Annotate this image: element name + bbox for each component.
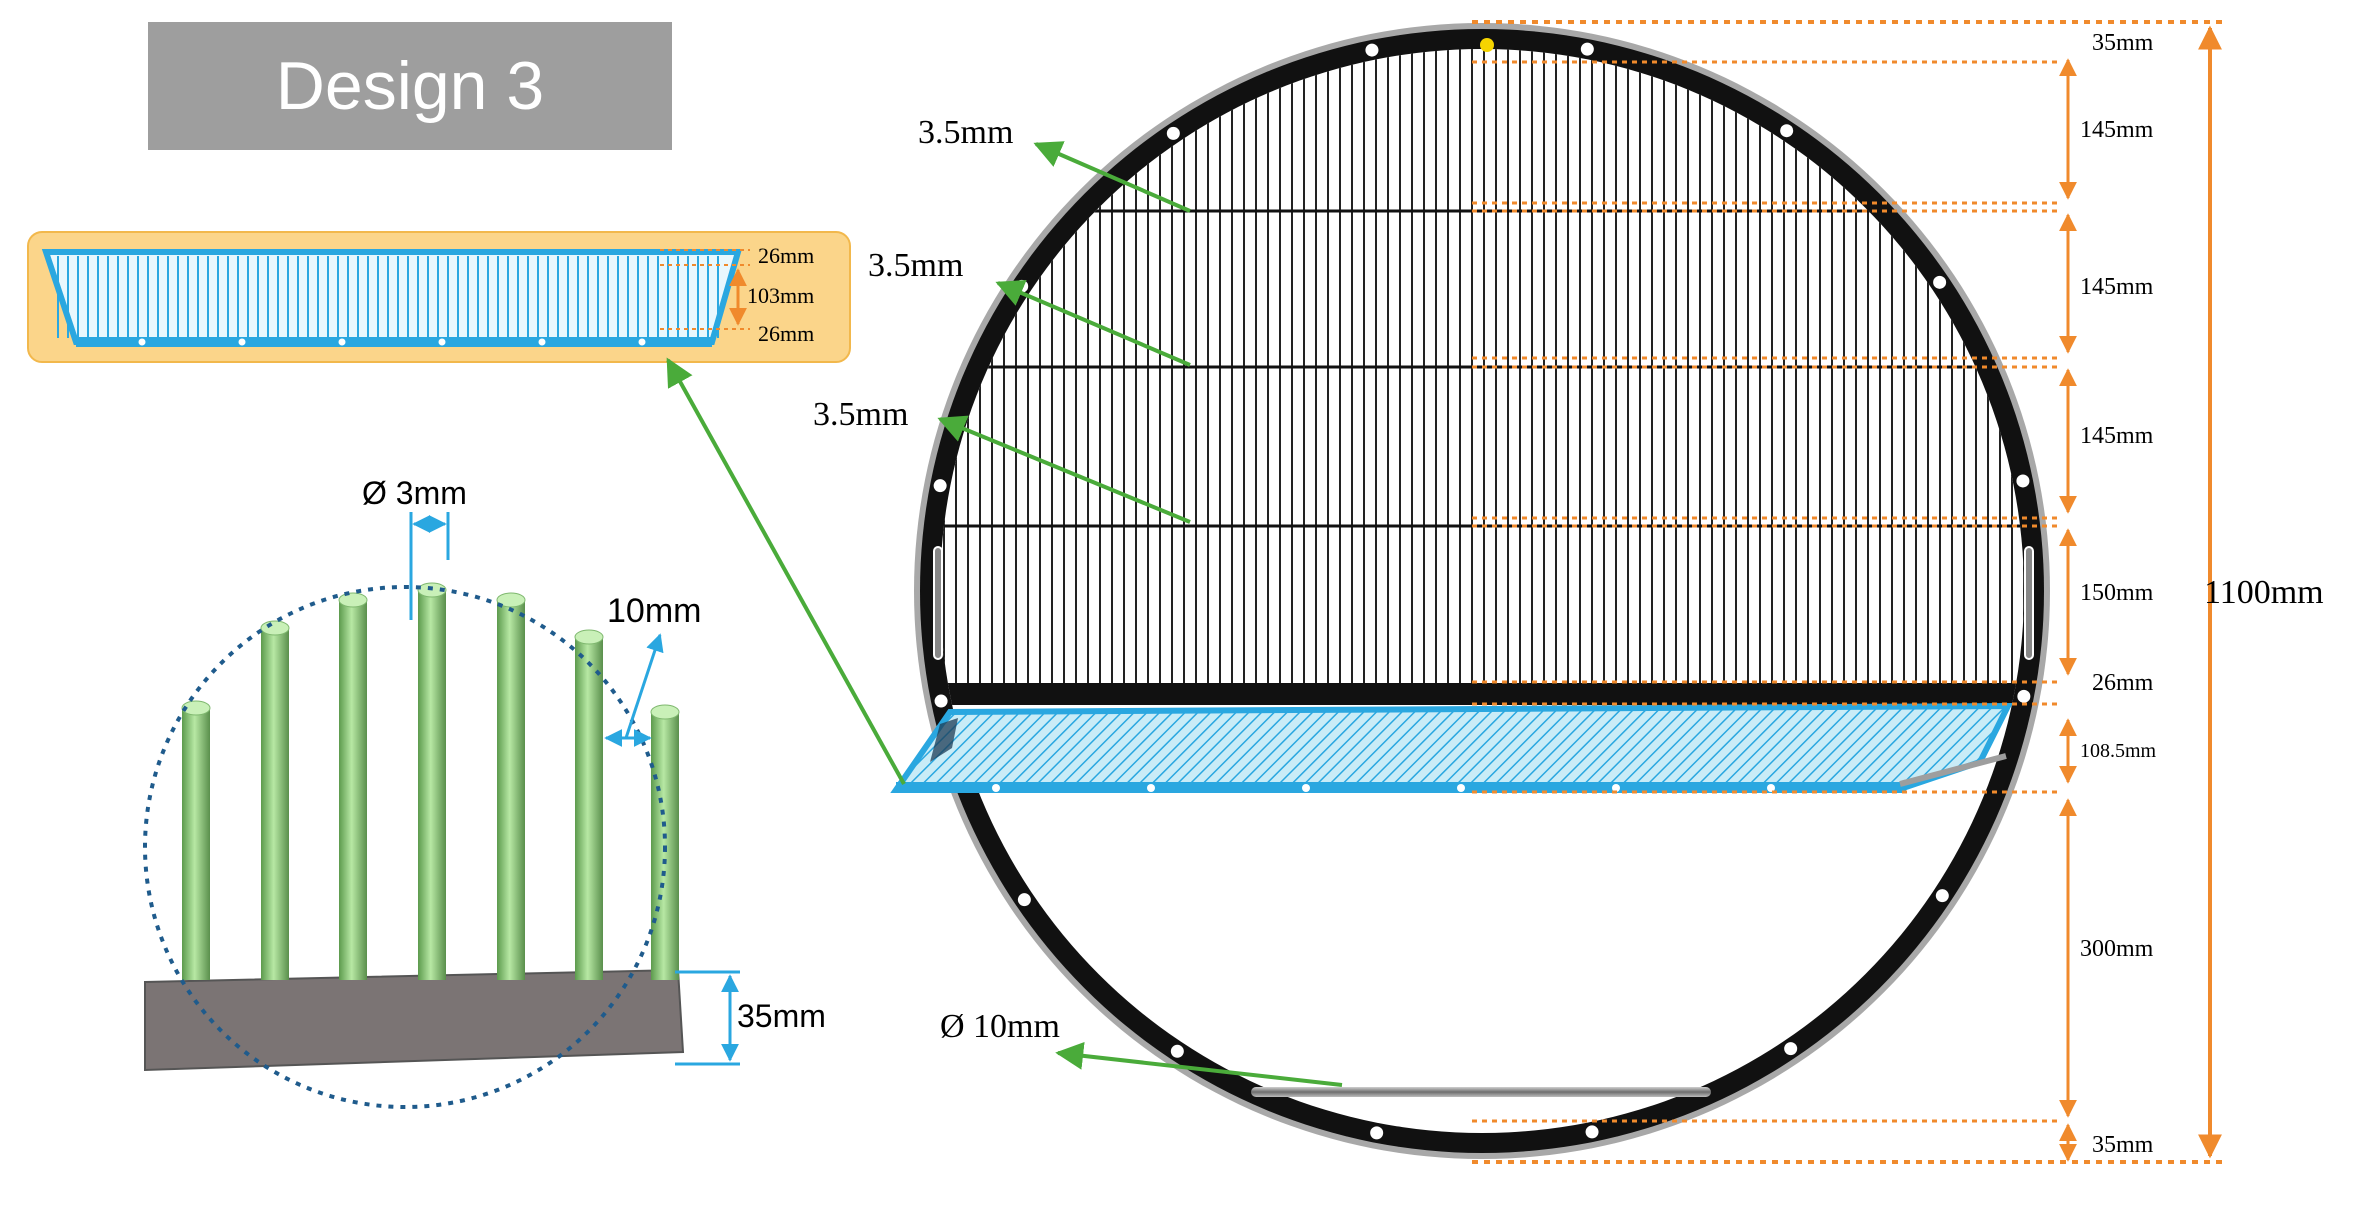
tray xyxy=(890,702,2013,793)
rod-callout-1: 3.5mm xyxy=(918,114,1013,151)
ring-hole xyxy=(1370,1126,1384,1140)
tray-hole xyxy=(1922,784,1930,792)
ring-hole xyxy=(933,479,947,493)
tray-hole xyxy=(1612,784,1620,792)
ring-hole xyxy=(1585,1125,1599,1139)
inset-holes xyxy=(138,338,646,346)
detail-rod-top xyxy=(260,620,290,636)
title-banner: Design 3 xyxy=(148,22,672,150)
rod-callout-3: 3.5mm xyxy=(813,396,908,433)
ring-hole xyxy=(1017,893,1031,907)
tray-hole xyxy=(2232,784,2240,792)
inset-tray-section: 26mm 103mm 26mm xyxy=(27,231,851,363)
dim-label-9: 35mm xyxy=(2092,1132,2154,1158)
ring-hole xyxy=(2017,689,2031,703)
dim-label-1: 35mm xyxy=(2092,30,2154,56)
detail-base xyxy=(144,968,685,1072)
inset-bottom-dim: 26mm xyxy=(758,321,814,346)
detail-rod-top xyxy=(181,700,211,716)
dim-label-3: 145mm xyxy=(2080,274,2154,300)
ring-hole xyxy=(934,694,948,708)
tray-handle xyxy=(1899,753,2007,787)
tray-hole xyxy=(2077,784,2085,792)
inset-hole xyxy=(338,338,346,346)
detail-rod-top xyxy=(338,592,368,608)
inset-top-dim: 26mm xyxy=(758,243,814,268)
ring-hole xyxy=(1580,42,1594,56)
detail-rod xyxy=(575,637,603,980)
dim-label-8: 300mm xyxy=(2080,936,2154,962)
ring-hole xyxy=(1784,1042,1798,1056)
ring-hole xyxy=(1780,124,1794,138)
dim-label-5: 150mm xyxy=(2080,580,2154,606)
detail-rod xyxy=(497,600,525,980)
base-height-label: 35mm xyxy=(737,998,826,1034)
page-title: Design 3 xyxy=(275,48,545,124)
dim-label-4: 145mm xyxy=(2080,423,2154,449)
total-height-label: 1100mm xyxy=(2204,574,2324,611)
inset-rods xyxy=(57,256,719,338)
detail-rod xyxy=(418,590,446,980)
orange-dimension-lines xyxy=(1472,20,2222,1164)
tray-hole xyxy=(992,784,1000,792)
top-marker xyxy=(1480,38,1494,52)
side-clip-left xyxy=(933,546,943,660)
handle-diameter-label: Ø 10mm xyxy=(940,1008,1060,1045)
dim-label-7: 108.5mm xyxy=(2080,740,2157,762)
right-dimension-labels: 35mm 145mm 145mm 145mm 150mm 26mm 108.5m… xyxy=(2080,30,2324,1158)
inset-middle-dim: 103mm xyxy=(747,283,814,308)
inset-hole xyxy=(138,338,146,346)
detail-rod xyxy=(651,712,679,980)
inset-hole xyxy=(438,338,446,346)
ring-hole xyxy=(1365,43,1379,57)
inset-hole xyxy=(538,338,546,346)
tray-holes xyxy=(992,784,2240,792)
green-callouts: 3.5mm 3.5mm 3.5mm Ø 10mm xyxy=(666,114,1343,1087)
detail-rod xyxy=(261,628,289,980)
inset-hole xyxy=(638,338,646,346)
detail-rods xyxy=(181,582,680,980)
bottom-handle xyxy=(1251,1087,1711,1097)
dim-label-6: 26mm xyxy=(2092,670,2154,696)
detail-rod-top xyxy=(650,704,680,720)
side-clip-right xyxy=(2024,546,2034,660)
rod-detail-section: Ø 3mm 10mm 35mm xyxy=(143,475,826,1109)
ring-hole xyxy=(1935,889,1949,903)
tray-hole xyxy=(1767,784,1775,792)
rod-diameter-label: Ø 3mm xyxy=(362,475,467,511)
rod-callout-2: 3.5mm xyxy=(868,247,963,284)
tray-hole xyxy=(1302,784,1310,792)
dim-label-2: 145mm xyxy=(2080,117,2154,143)
ring-hole xyxy=(1166,126,1180,140)
tray-base xyxy=(896,782,1906,793)
ring-hole xyxy=(1170,1044,1184,1058)
detail-circle xyxy=(143,585,667,1109)
ring-hole xyxy=(2016,474,2030,488)
detail-rod xyxy=(339,600,367,980)
base-bar xyxy=(940,683,2024,705)
detail-rod xyxy=(182,708,210,980)
tray-hole xyxy=(1457,784,1465,792)
detail-rod-top xyxy=(574,629,604,645)
ring-hole xyxy=(1933,275,1947,289)
detail-rod-top xyxy=(496,592,526,608)
rod-spacing-label: 10mm xyxy=(607,592,701,630)
inset-hole xyxy=(238,338,246,346)
main-design xyxy=(890,23,2240,1159)
tray-hole xyxy=(1147,784,1155,792)
